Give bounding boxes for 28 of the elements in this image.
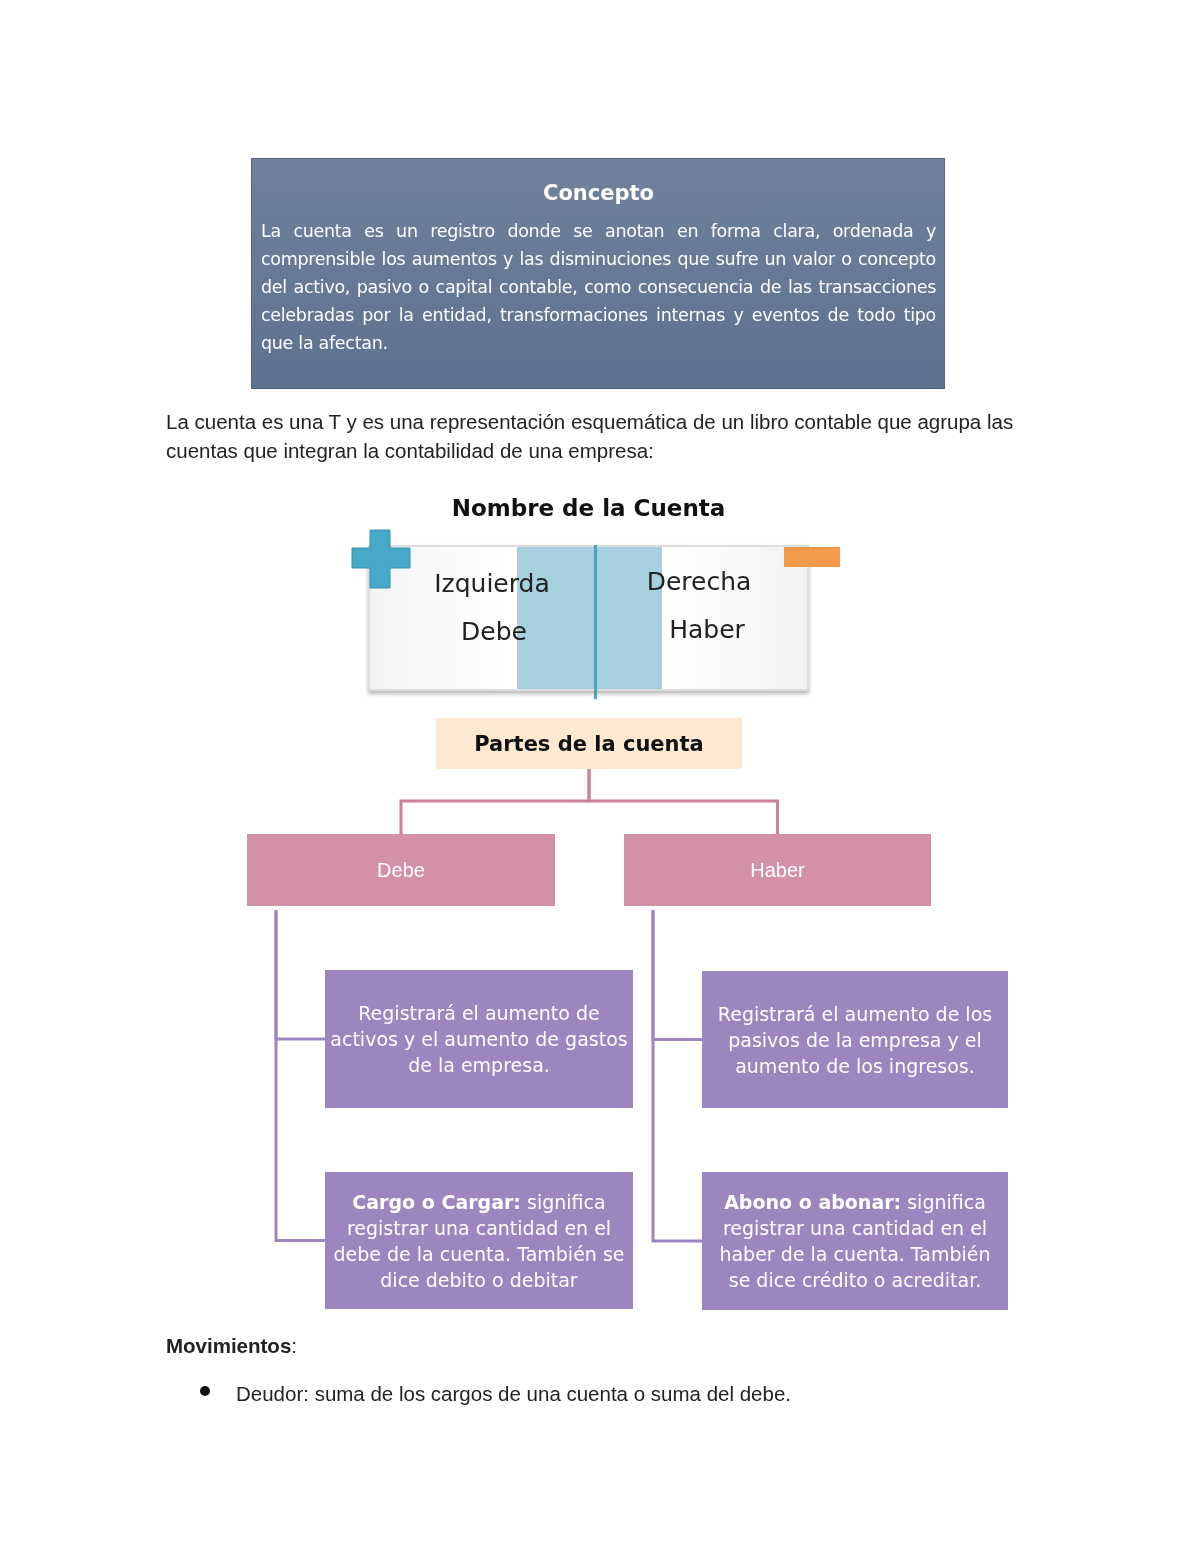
concept-card — [251, 158, 945, 389]
description-box — [325, 1172, 633, 1309]
node-text: Partes de la cuenta — [474, 731, 704, 756]
heading-box — [436, 718, 742, 769]
t-account-label: Debe — [461, 617, 527, 646]
node-text: Registrará el aumento de los pasivos de la empresa y el aumento de los ingresos. — [716, 1001, 994, 1079]
description-box — [702, 1172, 1008, 1310]
connector-line — [274, 910, 325, 1242]
card-body-text: La cuenta es un registro donde se anotan en forma clara, ordenada y comprensible los aumentos y las disminuciones que sufre un valor o concepto del activo, pasivo o capital contable, como consecuencia de las transacciones celebradas por la entidad, transformaciones internas y eventos de todo tipo que la afectan. — [261, 220, 936, 355]
node-text: Abono o abonar: significa registrar una cantidad en el haber de la cuenta. También se dice crédito o acreditar. — [718, 1190, 992, 1293]
node-text: Registrará el aumento de activos y el aumento de gastos de la empresa. — [329, 1001, 629, 1078]
card-heading: Concepto — [542, 181, 655, 205]
bullet-item-text: Deudor: suma de los cargos de una cuenta o suma del debe. — [236, 1381, 792, 1407]
paragraph-text: La cuenta es una T y es una representación esquemática de un libro contable que agrupa las cuentas que integran la contabilidad de una empresa: — [166, 409, 1015, 464]
description-box — [325, 970, 633, 1108]
account-title: Nombre de la Cuenta — [450, 495, 727, 521]
category-box — [624, 834, 931, 906]
t-account-label: Izquierda — [434, 569, 550, 598]
t-account-label: Haber — [669, 615, 745, 644]
section-heading: Movimientos: — [166, 1333, 298, 1359]
node-text: Debe — [377, 858, 425, 882]
category-box — [247, 834, 555, 906]
connector-line — [651, 910, 702, 1243]
node-text: Haber — [750, 858, 805, 882]
t-account-label: Derecha — [646, 567, 752, 596]
node-text: Cargo o Cargar: significa registrar una cantidad en el debe de la cuenta. También se dice debito o debitar — [332, 1189, 626, 1293]
connector-line — [587, 769, 779, 834]
description-box — [702, 971, 1008, 1108]
